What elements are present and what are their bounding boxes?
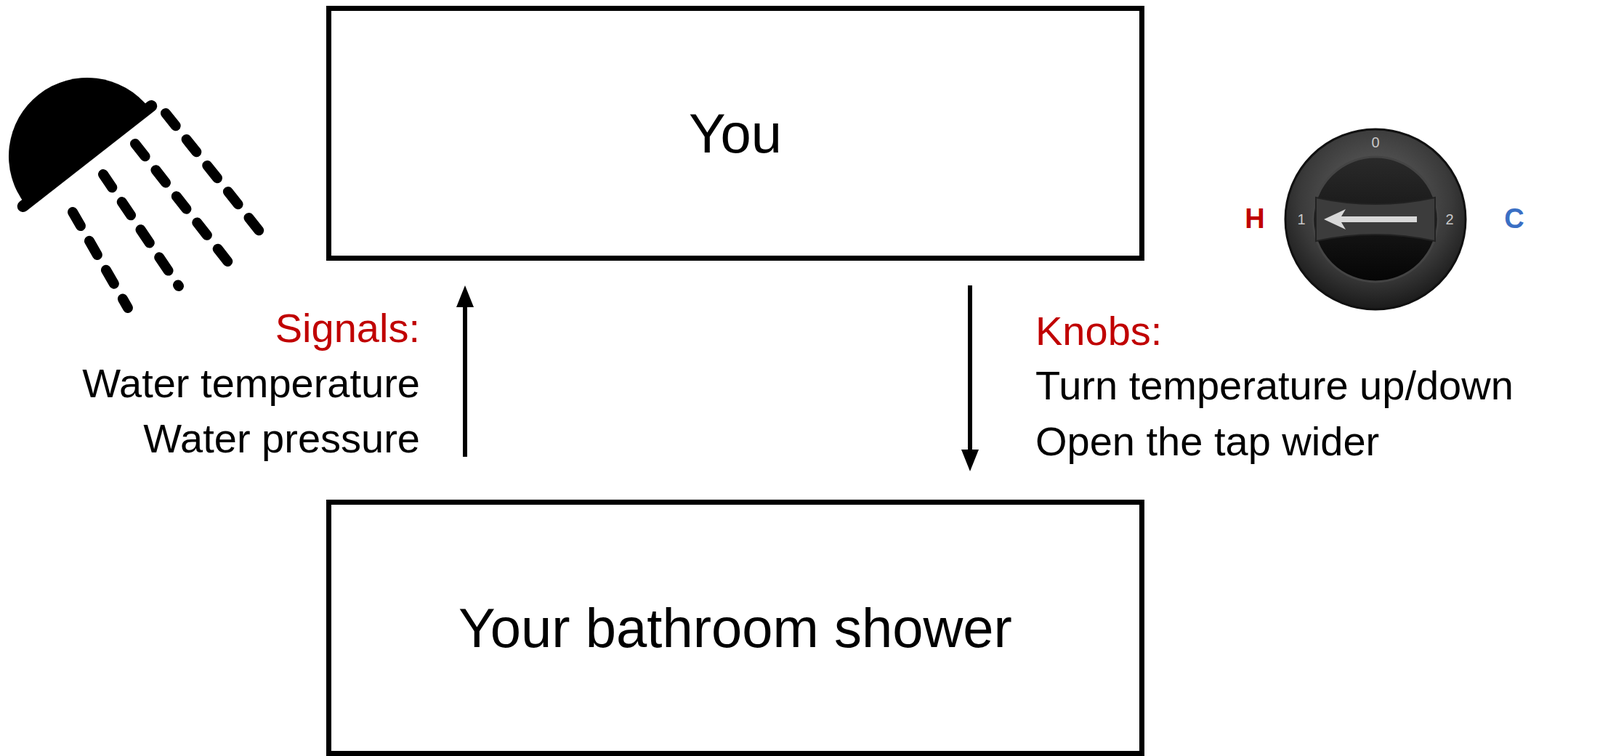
knob-action: Turn temperature up/down — [1035, 361, 1514, 410]
knob-body — [1312, 156, 1438, 282]
box-label: Your bathroom shower — [458, 595, 1013, 662]
shower-head-icon — [0, 0, 306, 335]
cold-marker: C — [1504, 202, 1524, 237]
dial-number: 0 — [1371, 133, 1380, 152]
arrow-shaft — [967, 285, 973, 453]
water-streak — [72, 212, 128, 309]
flow-arrow — [456, 285, 474, 458]
knob-ring — [1285, 129, 1466, 310]
signal-name: Water pressure — [143, 414, 420, 463]
knob-action: Open the tap wider — [1035, 417, 1380, 466]
knob-pointer — [1323, 209, 1417, 230]
signals-heading: Signals: — [275, 303, 420, 353]
signal-name: Water temperature — [82, 358, 420, 408]
shower-head — [0, 44, 152, 207]
knob-grip — [1315, 197, 1436, 242]
flow-arrow — [961, 285, 979, 472]
shower-rim — [23, 106, 152, 207]
water-streak — [165, 113, 262, 234]
box-label: You — [688, 100, 782, 167]
arrow-head — [456, 285, 474, 308]
arrow-head — [961, 449, 979, 472]
system-box: Your bathroom shower — [326, 499, 1145, 756]
water-streak — [103, 174, 179, 287]
hot-marker: H — [1244, 202, 1265, 237]
knobs-heading: Knobs: — [1035, 306, 1162, 356]
dial-number: 2 — [1445, 210, 1454, 229]
water-streaks — [72, 113, 262, 309]
arrow-shaft — [462, 304, 468, 458]
dial-number: 1 — [1297, 210, 1305, 229]
actor-box: You — [326, 5, 1145, 261]
water-streak — [135, 143, 232, 266]
